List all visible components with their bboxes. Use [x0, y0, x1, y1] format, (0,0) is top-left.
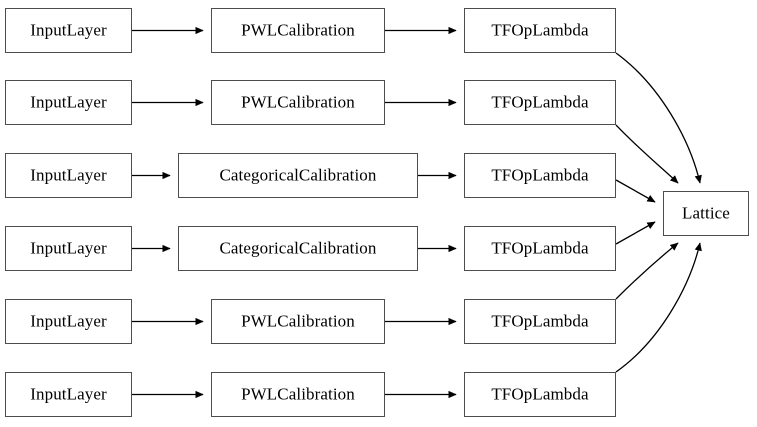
edge-lambda_4-lattice: [615, 221, 656, 245]
node-lambda_4[interactable]: TFOpLambda: [464, 226, 616, 271]
node-label: InputLayer: [30, 20, 107, 40]
node-label: InputLayer: [30, 311, 107, 331]
edge-lambda_6-lattice: [615, 242, 702, 373]
edge-lambda_5-lattice: [615, 242, 679, 300]
node-label: PWLCalibration: [241, 311, 355, 331]
node-lambda_3[interactable]: TFOpLambda: [464, 153, 616, 198]
node-label: Lattice: [682, 203, 730, 223]
node-calib_1[interactable]: PWLCalibration: [211, 8, 385, 53]
node-label: PWLCalibration: [241, 20, 355, 40]
edge-lambda_1-lattice: [615, 52, 702, 184]
node-input_6[interactable]: InputLayer: [5, 372, 132, 417]
node-label: InputLayer: [30, 238, 107, 258]
node-input_3[interactable]: InputLayer: [5, 153, 132, 198]
node-lambda_2[interactable]: TFOpLambda: [464, 80, 616, 125]
node-label: CategoricalCalibration: [219, 238, 377, 258]
node-label: TFOpLambda: [491, 20, 589, 40]
node-label: CategoricalCalibration: [219, 165, 377, 185]
edge-lambda_2-lattice: [615, 124, 679, 184]
node-label: PWLCalibration: [241, 384, 355, 404]
node-calib_4[interactable]: CategoricalCalibration: [178, 226, 418, 271]
node-lambda_5[interactable]: TFOpLambda: [464, 299, 616, 344]
node-lambda_6[interactable]: TFOpLambda: [464, 372, 616, 417]
node-calib_5[interactable]: PWLCalibration: [211, 299, 385, 344]
node-input_5[interactable]: InputLayer: [5, 299, 132, 344]
node-label: PWLCalibration: [241, 92, 355, 112]
node-label: TFOpLambda: [491, 311, 589, 331]
node-label: TFOpLambda: [491, 165, 589, 185]
node-input_2[interactable]: InputLayer: [5, 80, 132, 125]
node-calib_2[interactable]: PWLCalibration: [211, 80, 385, 125]
node-lambda_1[interactable]: TFOpLambda: [464, 8, 616, 53]
node-label: TFOpLambda: [491, 238, 589, 258]
node-input_4[interactable]: InputLayer: [5, 226, 132, 271]
node-calib_6[interactable]: PWLCalibration: [211, 372, 385, 417]
node-calib_3[interactable]: CategoricalCalibration: [178, 153, 418, 198]
node-input_1[interactable]: InputLayer: [5, 8, 132, 53]
node-label: TFOpLambda: [491, 384, 589, 404]
edge-lambda_3-lattice: [615, 179, 656, 203]
node-label: InputLayer: [30, 92, 107, 112]
node-label: InputLayer: [30, 165, 107, 185]
node-label: TFOpLambda: [491, 92, 589, 112]
node-label: InputLayer: [30, 384, 107, 404]
node-lattice[interactable]: Lattice: [663, 191, 749, 236]
